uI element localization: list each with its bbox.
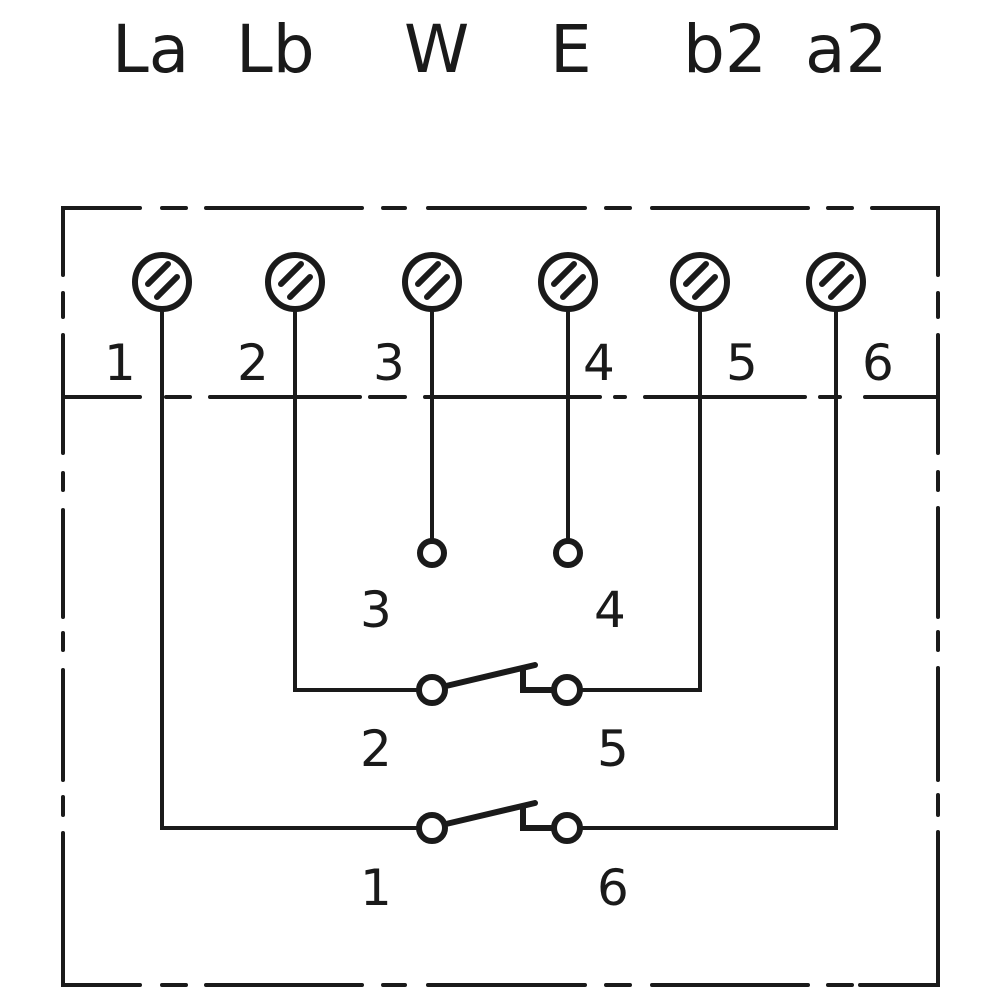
switch-contact-5-icon <box>551 674 583 706</box>
terminal-screws <box>132 252 866 312</box>
switch-2-5[interactable]: 2 5 <box>360 662 629 778</box>
screw-icon <box>670 252 730 312</box>
wire-5 <box>580 307 702 692</box>
screw-icon <box>265 252 325 312</box>
screw-terminal-3[interactable] <box>402 252 462 312</box>
screw-terminal-2[interactable] <box>265 252 325 312</box>
switch-1-6[interactable]: 1 6 <box>360 800 629 917</box>
terminal-number-6: 6 <box>862 334 894 392</box>
contact-label-4: 4 <box>594 581 626 639</box>
wires <box>160 307 838 830</box>
switch-blade-icon <box>443 662 556 693</box>
wire-1 <box>160 307 420 830</box>
label-la: La <box>112 11 189 88</box>
screw-icon <box>538 252 598 312</box>
switch-label-5: 5 <box>597 720 629 778</box>
terminal-number-5: 5 <box>726 334 758 392</box>
switch-label-2: 2 <box>360 720 392 778</box>
label-a2: a2 <box>805 11 887 88</box>
terminal-number-4: 4 <box>583 334 615 392</box>
switch-contact-6-icon <box>551 812 583 844</box>
switch-label-1: 1 <box>360 859 392 917</box>
contact-4-icon <box>553 538 583 568</box>
terminal-number-2: 2 <box>237 334 269 392</box>
screw-icon <box>806 252 866 312</box>
label-b2: b2 <box>683 11 767 88</box>
housing-frame <box>61 206 940 987</box>
screw-terminal-1[interactable] <box>132 252 192 312</box>
contact-pair-3-4: 3 4 <box>360 538 626 639</box>
switch-label-6: 6 <box>597 859 629 917</box>
screw-terminal-6[interactable] <box>806 252 866 312</box>
label-lb: Lb <box>236 11 315 88</box>
terminal-number-3: 3 <box>373 334 405 392</box>
switch-blade-icon <box>443 800 556 831</box>
screw-terminal-5[interactable] <box>670 252 730 312</box>
switch-contact-1-icon <box>416 812 448 844</box>
switch-contact-2-icon <box>416 674 448 706</box>
wire-6 <box>580 307 838 830</box>
contact-label-3: 3 <box>360 581 392 639</box>
contact-3-icon <box>417 538 447 568</box>
label-e: E <box>550 11 592 88</box>
terminal-number-1: 1 <box>104 334 136 392</box>
terminal-numbers: 1 2 3 4 5 6 <box>104 334 894 392</box>
screw-terminal-4[interactable] <box>538 252 598 312</box>
screw-icon <box>132 252 192 312</box>
label-w: W <box>404 11 469 88</box>
screw-icon <box>402 252 462 312</box>
wire-2 <box>293 307 420 692</box>
top-labels: La Lb W E b2 a2 <box>112 11 887 88</box>
